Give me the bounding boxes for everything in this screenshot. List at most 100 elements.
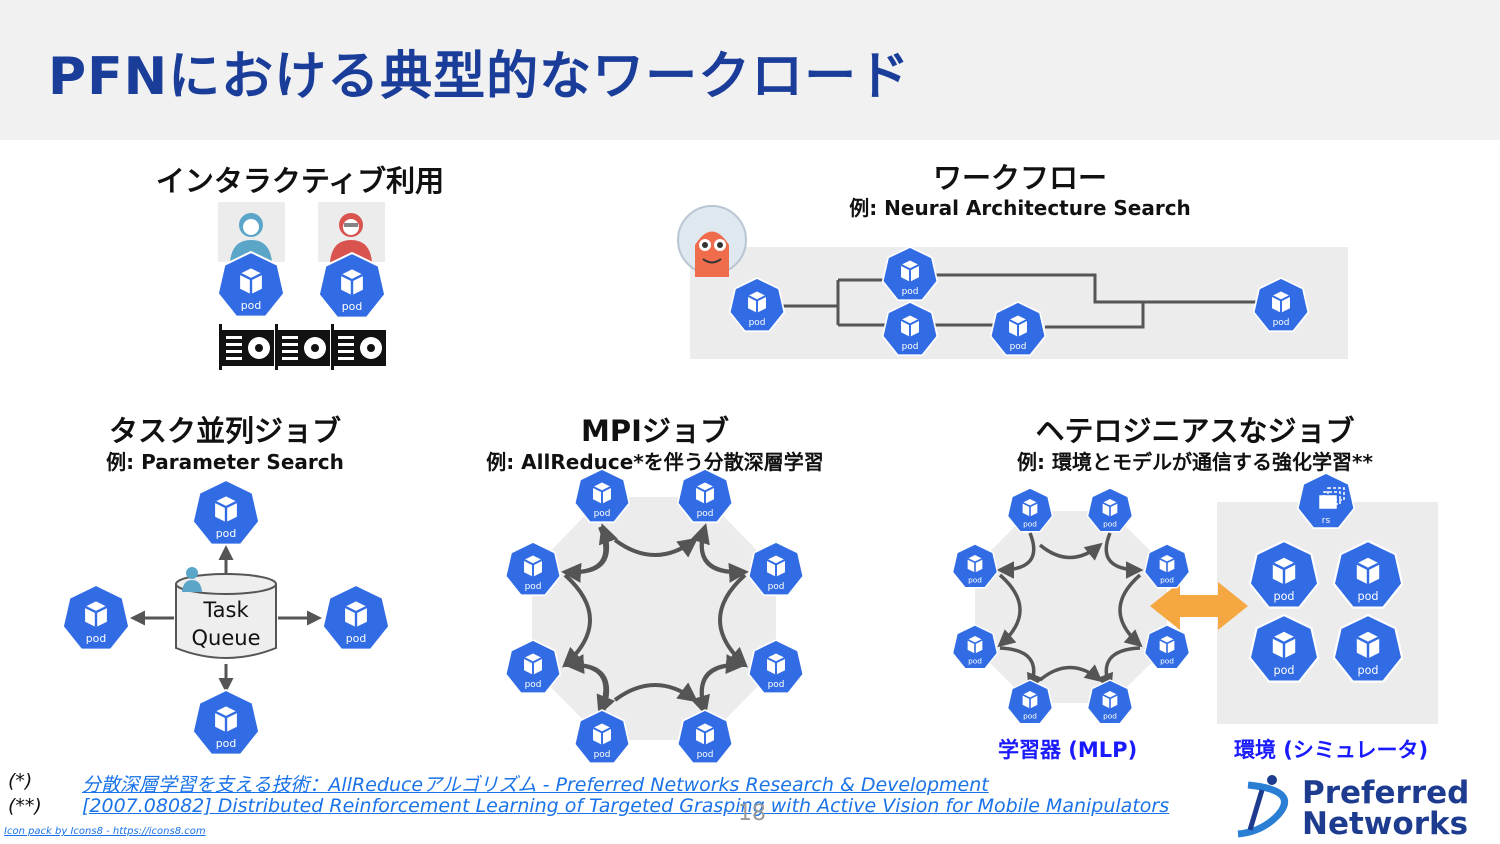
- pod-icon: pod: [1008, 488, 1053, 532]
- pod-icon: pod: [1088, 680, 1133, 724]
- pod-icon: pod: [1250, 541, 1318, 608]
- pod-icon: pod: [193, 690, 259, 755]
- footnote-link-2[interactable]: [2007.08082] Distributed Reinforcement L…: [82, 795, 1169, 817]
- env-label: 環境 (シミュレータ): [1234, 738, 1429, 762]
- logo-line-1: Preferred: [1302, 775, 1470, 811]
- pod-label: pod: [697, 509, 714, 519]
- pod-icon: pod: [63, 585, 129, 650]
- pod-label: pod: [525, 680, 542, 690]
- pod-label: pod: [594, 750, 611, 760]
- pod-label: pod: [342, 300, 362, 313]
- hetero-title: ヘテロジニアスなジョブ: [1035, 414, 1355, 448]
- gpu-card-icon: [331, 324, 386, 370]
- page-title: PFNにおける典型的なワークロード: [48, 47, 911, 107]
- pod-label: pod: [1023, 712, 1037, 721]
- task-queue-label-1: Task: [202, 598, 249, 622]
- footnote-link-1[interactable]: 分散深層学習を支える技術：AllReduceアルゴリズム - Preferred…: [82, 770, 989, 797]
- rs-layer: rs: [1298, 473, 1355, 528]
- pod-icon: pod: [506, 542, 561, 595]
- pod-label: pod: [1357, 590, 1378, 603]
- pod-icon: pod: [1254, 278, 1309, 331]
- pod-label: pod: [1103, 520, 1117, 529]
- replicaset-icon: rs: [1298, 473, 1355, 528]
- task-queue-label-2: Queue: [192, 626, 261, 650]
- pod-icon: pod: [575, 710, 630, 763]
- pod-icon: pod: [678, 469, 733, 522]
- pod-label: pod: [1160, 576, 1174, 585]
- pod-icon: pod: [953, 625, 998, 669]
- task-queue-database-icon: Task Queue: [175, 573, 277, 659]
- pods-layer: pod pod pod pod pod pod pod pod pod pod pod pod pod p…: [63, 247, 1402, 763]
- pod-label: pod: [86, 632, 106, 645]
- mpi-example: 例: AllReduce*を伴う分散深層学習: [486, 450, 824, 474]
- rs-label: rs: [1322, 516, 1331, 526]
- pod-icon: pod: [749, 640, 804, 693]
- workflow-edges: [780, 273, 1258, 329]
- pod-label: pod: [1273, 664, 1294, 677]
- pod-icon: pod: [575, 469, 630, 522]
- pod-label: pod: [1103, 712, 1117, 721]
- pod-icon: pod: [1250, 615, 1318, 682]
- gpu-card-icon: [219, 324, 274, 370]
- workflow-title: ワークフロー: [932, 161, 1107, 195]
- header-bar: [0, 0, 1500, 140]
- queue-user-icon: [182, 567, 202, 592]
- pod-icon: pod: [323, 585, 389, 650]
- pod-icon: pod: [1088, 488, 1133, 532]
- pod-label: pod: [594, 509, 611, 519]
- pod-icon: pod: [730, 278, 785, 331]
- pod-label: pod: [216, 737, 236, 750]
- argo-mascot-icon: [677, 205, 747, 277]
- pod-label: pod: [1010, 342, 1027, 352]
- pod-label: pod: [768, 680, 785, 690]
- footnote-mark: (**): [8, 795, 42, 817]
- pod-label: pod: [1023, 520, 1037, 529]
- task-arrows: [130, 545, 322, 693]
- task-parallel-title: タスク並列ジョブ: [108, 414, 341, 448]
- mpi-ring-arrows: [561, 523, 749, 716]
- pod-label: pod: [768, 582, 785, 592]
- logo-line-2: Networks: [1302, 806, 1469, 842]
- interactive-title: インタラクティブ利用: [155, 164, 445, 198]
- footnote-link-text[interactable]: [2007.08082] Distributed Reinforcement L…: [82, 795, 1170, 817]
- pod-icon: pod: [883, 302, 938, 355]
- pod-icon: pod: [953, 544, 998, 588]
- task-parallel-example: 例: Parameter Search: [106, 450, 344, 474]
- icon-credit-link[interactable]: Icon pack by Icons8 - https://icons8.com: [4, 826, 206, 837]
- pod-label: pod: [749, 318, 766, 328]
- gpu-card-icon: [275, 324, 330, 370]
- pfn-logo-icon: [1237, 775, 1288, 838]
- pod-label: pod: [902, 342, 919, 352]
- mpi-panel: [532, 497, 776, 740]
- gpu-card-icon: [219, 324, 386, 370]
- pod-icon: pod: [991, 302, 1046, 355]
- learner-label: 学習器 (MLP): [998, 738, 1138, 762]
- pod-icon: pod: [1145, 544, 1190, 588]
- pod-label: pod: [968, 576, 982, 585]
- hetero-example: 例: 環境とモデルが通信する強化学習**: [1017, 450, 1373, 474]
- pod-icon: pod: [218, 252, 284, 317]
- footnote-mark: (*): [8, 770, 33, 792]
- mpi-title: MPIジョブ: [581, 414, 729, 448]
- pod-icon: pod: [1334, 615, 1402, 682]
- footnote-1: (*): [8, 770, 32, 792]
- user-icon: [330, 213, 372, 262]
- page-number: 18: [738, 801, 766, 826]
- pod-label: pod: [216, 527, 236, 540]
- pod-icon: pod: [193, 480, 259, 545]
- pod-label: pod: [902, 287, 919, 297]
- pod-label: pod: [1273, 590, 1294, 603]
- pod-label: pod: [697, 750, 714, 760]
- pod-icon: pod: [506, 640, 561, 693]
- pod-label: pod: [241, 299, 261, 312]
- workflow-example: 例: Neural Architecture Search: [849, 196, 1191, 220]
- pod-label: pod: [968, 657, 982, 666]
- pod-icon: pod: [1008, 680, 1053, 724]
- pod-icon: pod: [1334, 541, 1402, 608]
- pod-label: pod: [525, 582, 542, 592]
- footnote-link-text[interactable]: 分散深層学習を支える技術：AllReduceアルゴリズム - Preferred…: [82, 774, 989, 796]
- pod-label: pod: [1273, 318, 1290, 328]
- pod-icon: pod: [678, 710, 733, 763]
- pod-icon: pod: [749, 542, 804, 595]
